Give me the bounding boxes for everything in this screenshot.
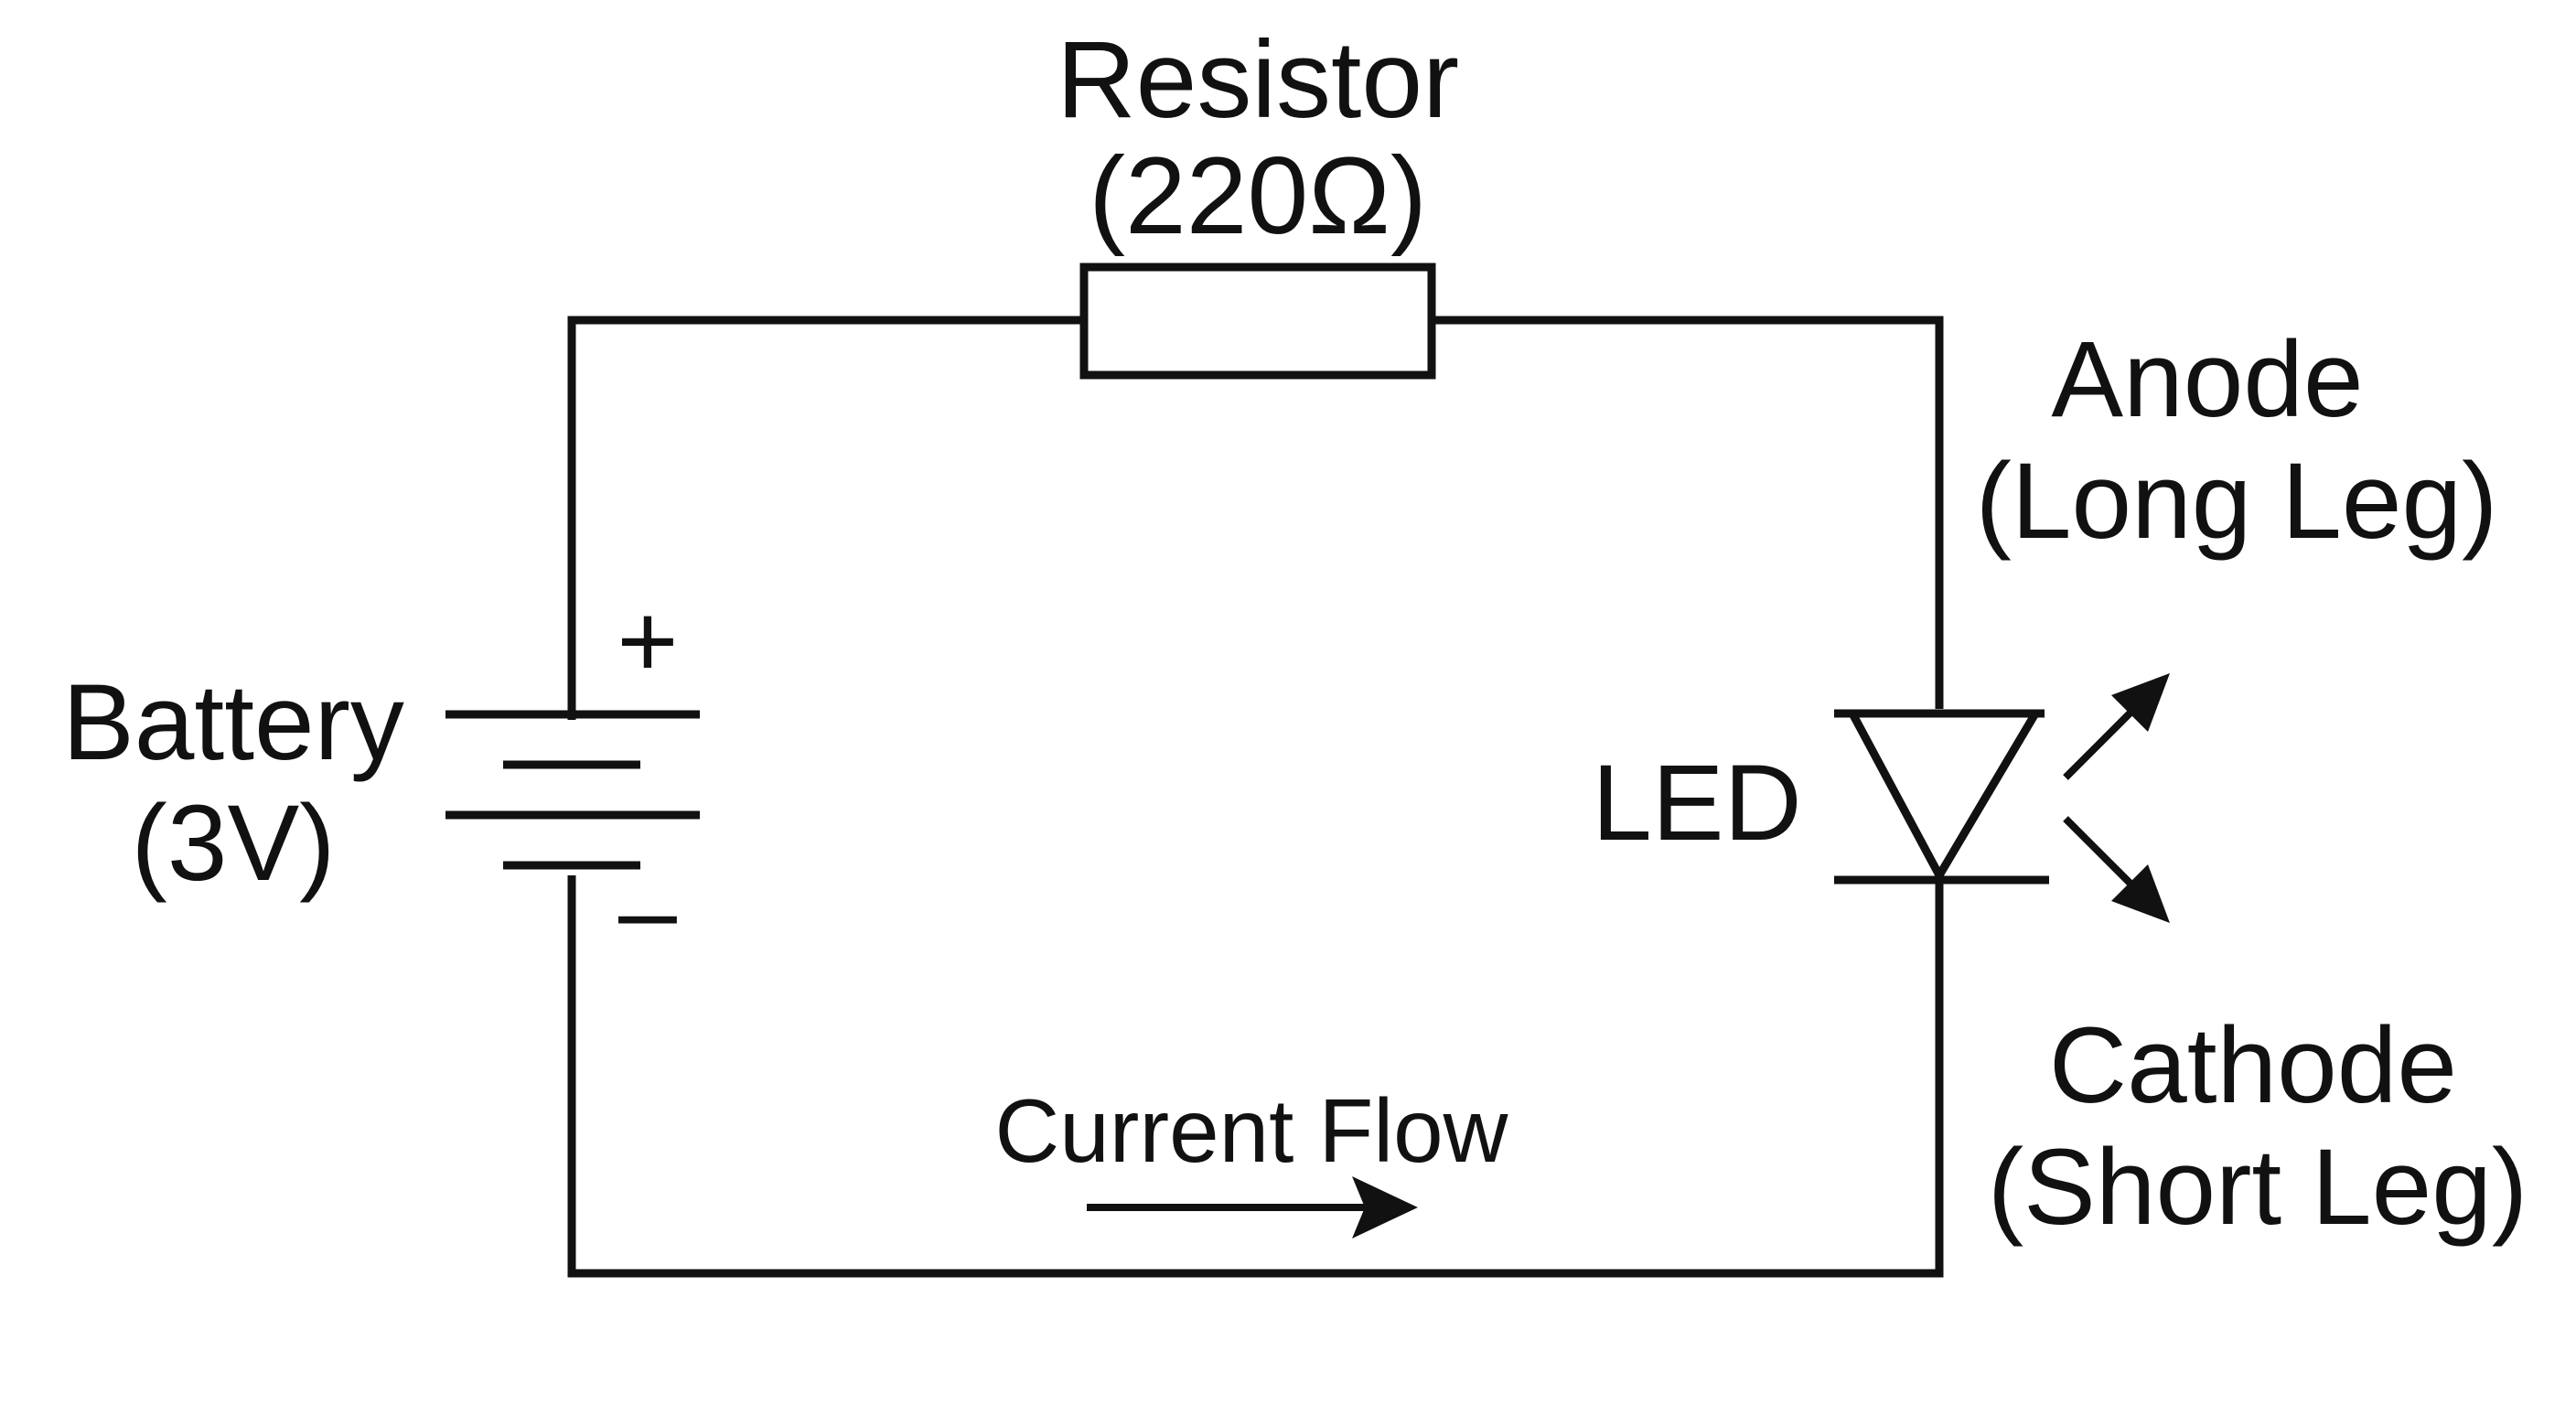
- battery-value-label: (3V): [132, 783, 336, 904]
- cathode-label: Cathode: [2049, 1005, 2457, 1126]
- wire-top-left: [567, 316, 1084, 720]
- current-arrow-head: [1352, 1176, 1418, 1239]
- resistor-body: [1079, 263, 1436, 380]
- battery-label: Battery: [62, 662, 404, 783]
- emission-arrow-upper-head: [2111, 673, 2170, 732]
- wire-bottom: [567, 875, 1944, 1278]
- emission-arrow-lower-head: [2111, 864, 2170, 923]
- anode-label: Anode: [2051, 319, 2363, 440]
- led-label: LED: [1592, 743, 1802, 863]
- current-flow-arrow: [1087, 1176, 1418, 1239]
- battery-negative-sign: –: [618, 853, 677, 970]
- light-emission-arrows: [2063, 673, 2170, 923]
- anode-note-label: (Long Leg): [1976, 441, 2498, 562]
- cathode-note-label: (Short Leg): [1988, 1127, 2528, 1248]
- battery-positive-sign: +: [617, 583, 678, 700]
- battery-symbol: [445, 710, 700, 870]
- resistor-label: Resistor: [1057, 18, 1459, 141]
- led-symbol: [1834, 709, 2049, 885]
- emission-arrow-upper-shaft: [2063, 709, 2134, 780]
- resistor-value-label: (220Ω): [1089, 134, 1427, 257]
- led-triangle: [1845, 709, 2043, 885]
- emission-arrow-lower-shaft: [2063, 816, 2134, 887]
- wire-top-right: [1432, 316, 1944, 709]
- circuit-wires: [567, 316, 1944, 1278]
- current-flow-label: Current Flow: [995, 1080, 1509, 1181]
